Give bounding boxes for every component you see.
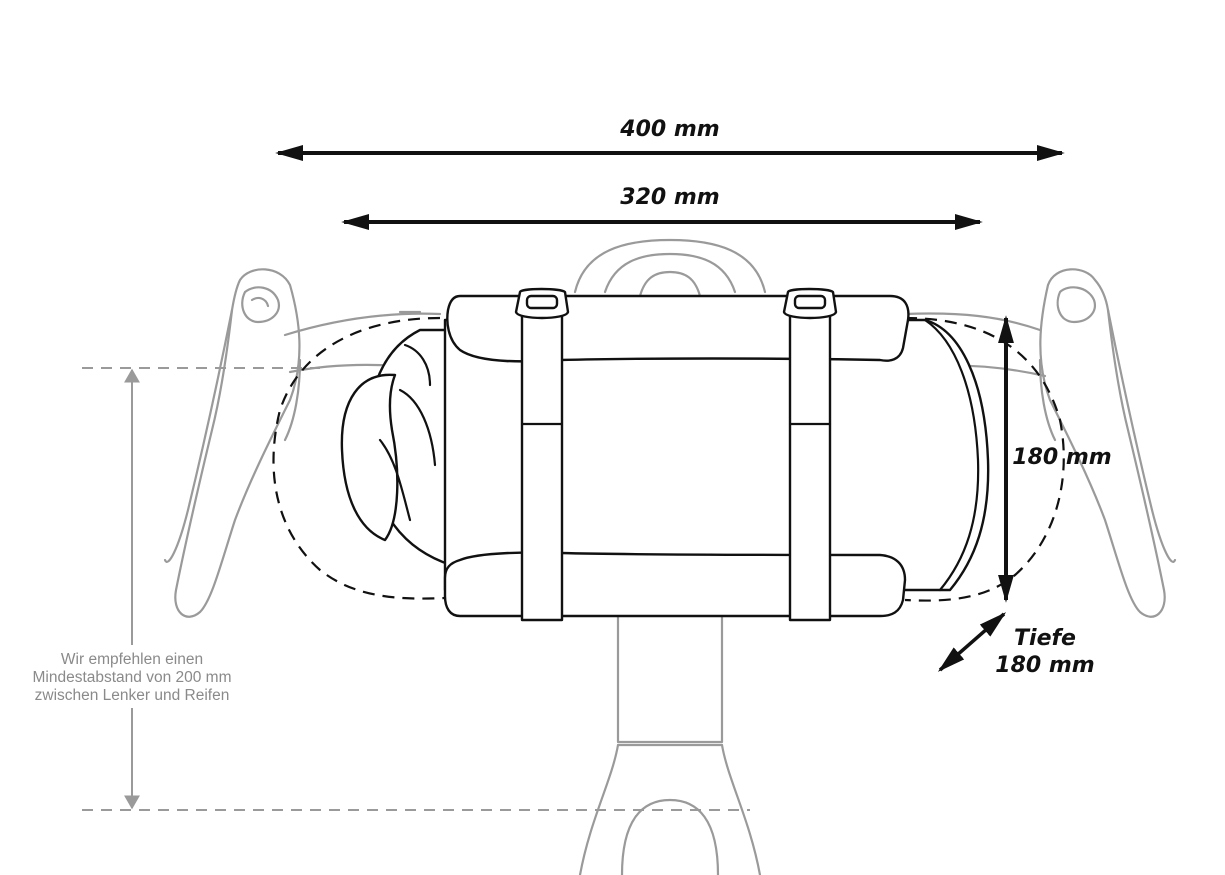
bag-bottom-panel [443, 551, 907, 618]
bag-body [443, 318, 990, 592]
depth-arrow [937, 612, 1007, 672]
bag-depth-outline [272, 316, 1065, 602]
bike-fork [578, 610, 762, 875]
right-brake-lever [1038, 268, 1177, 618]
depth-label: Tiefe [1014, 626, 1076, 651]
left-strap [514, 287, 570, 622]
bike-stem [573, 238, 767, 298]
overall-width-label: 400 mm [619, 117, 719, 142]
bag-width-label: 320 mm [620, 185, 719, 210]
clearance-guide [82, 367, 750, 811]
clearance-note-line2: Mindestabstand von 200 mm [32, 669, 231, 686]
clearance-note-line3: zwischen Lenker und Reifen [35, 687, 230, 704]
left-brake-lever [163, 268, 302, 618]
height-label: 180 mm [1012, 445, 1111, 470]
clearance-note-line1: Wir empfehlen einen [61, 651, 203, 668]
depth-value: 180 mm [995, 653, 1094, 678]
right-strap [782, 287, 838, 622]
